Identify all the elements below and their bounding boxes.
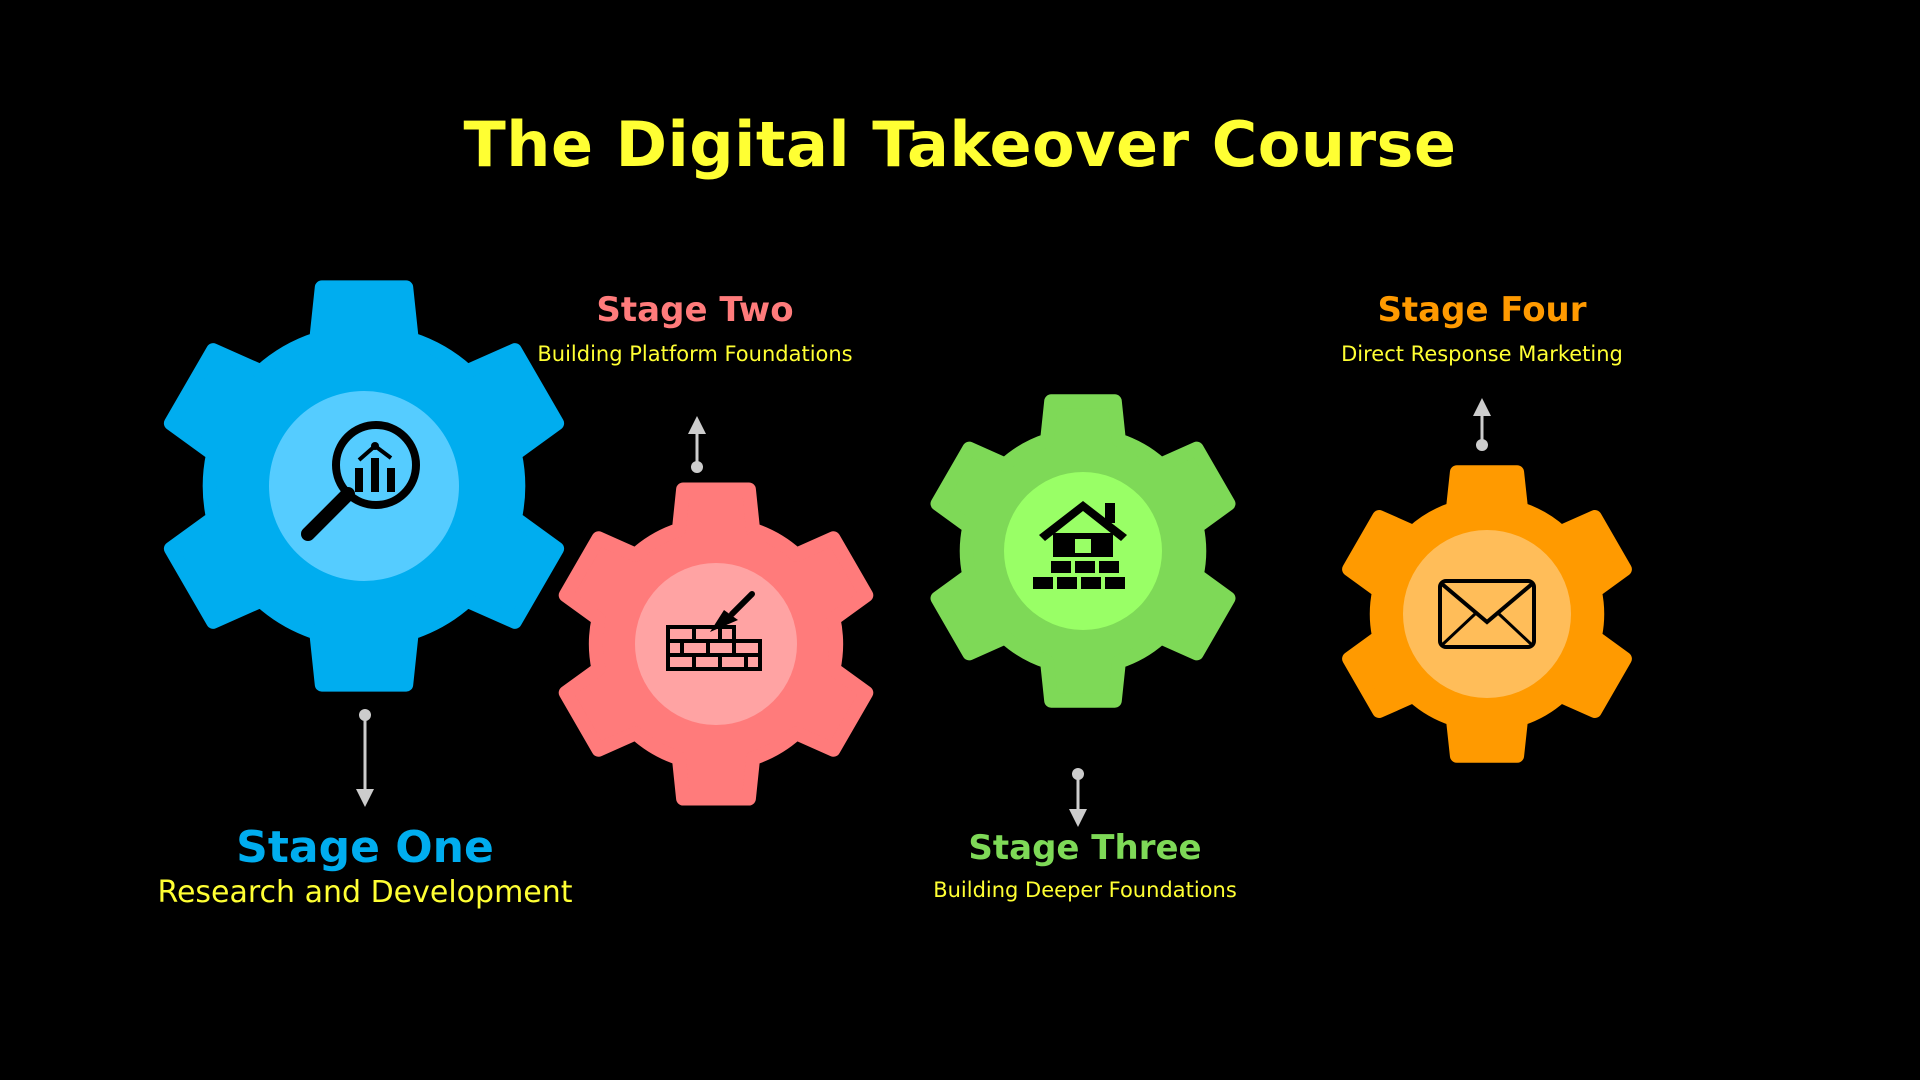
stage-three-label: Stage Three Building Deeper Foundations <box>895 828 1275 902</box>
stage-two-label: Stage Two Building Platform Foundations <box>500 290 890 366</box>
house-bricks-icon <box>1033 501 1127 589</box>
connector-stage-three <box>1069 768 1087 827</box>
connector-stage-four <box>1473 398 1491 451</box>
stage-one-name: Stage One <box>236 822 494 873</box>
stage-one-label: Stage One Research and Development <box>130 822 600 910</box>
envelope-icon <box>1438 579 1536 649</box>
gear-stage-four <box>1342 465 1632 763</box>
stage-one-description: Research and Development <box>157 875 573 910</box>
stage-four-name: Stage Four <box>1377 290 1587 330</box>
stage-three-name: Stage Three <box>968 828 1202 868</box>
diagram-title: The Digital Takeover Course <box>463 108 1457 181</box>
brick-wall-trowel-icon <box>666 591 762 671</box>
stage-two-name: Stage Two <box>596 290 794 330</box>
stage-three-description: Building Deeper Foundations <box>933 878 1237 902</box>
gear-stage-one <box>163 280 565 692</box>
gear-hub <box>635 563 797 725</box>
gear-hub <box>1403 530 1571 698</box>
connector-stage-two <box>688 416 706 473</box>
gear-stage-two <box>558 482 874 806</box>
gear-stage-three <box>930 394 1236 708</box>
stage-four-label: Stage Four Direct Response Marketing <box>1292 290 1672 366</box>
stage-two-description: Building Platform Foundations <box>537 342 853 366</box>
magnifier-chart-icon <box>301 421 420 541</box>
stage-four-description: Direct Response Marketing <box>1341 342 1623 366</box>
gear-hub <box>269 391 459 581</box>
connector-stage-one <box>356 709 374 807</box>
